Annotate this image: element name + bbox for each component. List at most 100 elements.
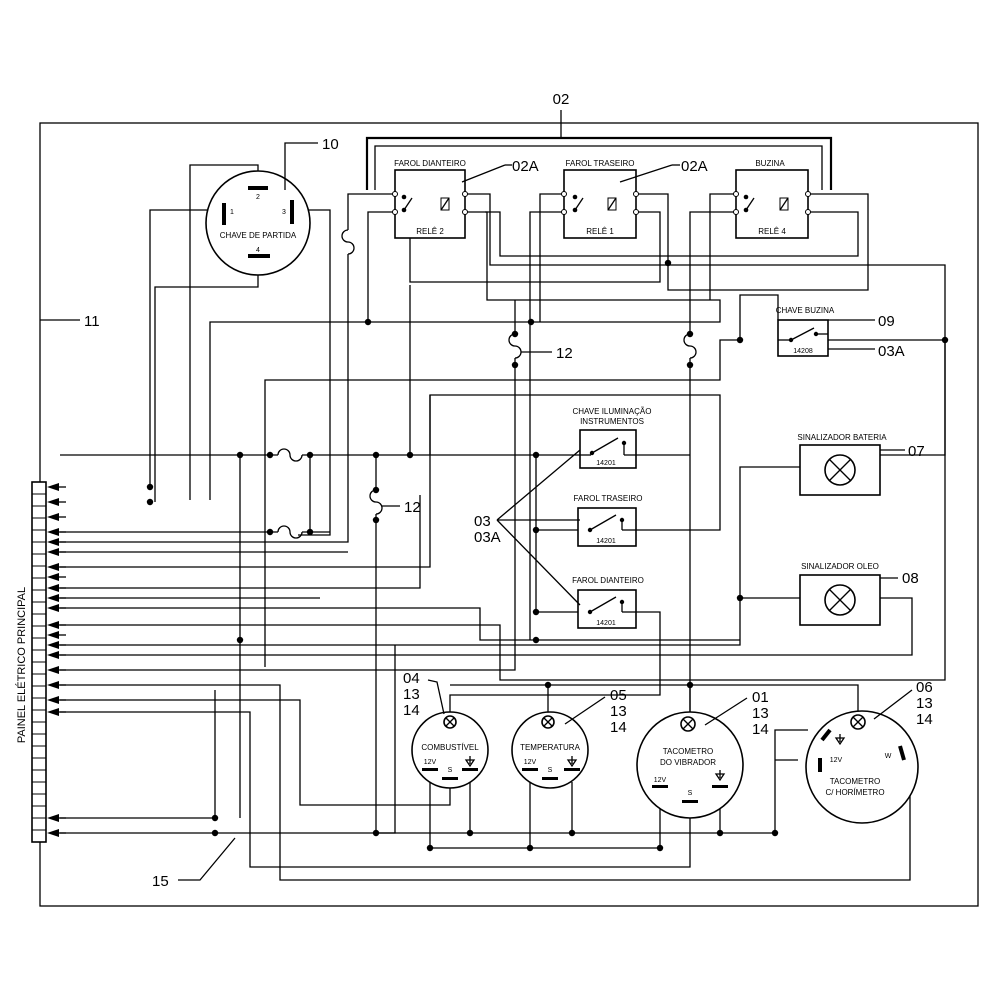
panel-arrow-icon — [47, 584, 59, 592]
junction-dots — [146, 259, 949, 852]
relay-title: FAROL DIANTEIRO — [394, 159, 466, 168]
callout-09: 09 — [878, 313, 895, 330]
callout-06-b: 13 — [916, 695, 933, 712]
panel-arrow-icon — [47, 513, 59, 521]
ground-icon — [834, 734, 846, 746]
relay-name: RELÊ 2 — [416, 227, 444, 236]
panel-arrow-icon — [47, 573, 59, 581]
gauge-s-label: S — [448, 767, 453, 774]
gauge-subtitle: DO VIBRADOR — [660, 758, 716, 767]
callout-04-a: 04 — [403, 670, 420, 687]
panel-arrow-icon — [47, 538, 59, 546]
callout-06-a: 06 — [916, 679, 933, 696]
ignition-switch-label: CHAVE DE PARTIDA — [220, 231, 297, 240]
callout-12-2: 12 — [404, 499, 421, 516]
panel-arrow-icon — [47, 829, 59, 837]
callout-10: 10 — [322, 136, 339, 153]
gauge-temperature: TEMPERATURA 12V S — [511, 711, 589, 789]
panel-arrow-icon — [47, 708, 59, 716]
wires — [60, 110, 946, 881]
callout-01-c: 14 — [752, 721, 769, 738]
gauge-title: TACOMETRO — [830, 777, 881, 786]
relay-name: RELÊ 4 — [758, 227, 786, 236]
panel-arrow-icon — [47, 621, 59, 629]
switch-rear-light: FAROL TRASEIRO 14201 — [574, 494, 643, 547]
panel-arrow-icon — [47, 666, 59, 674]
gauge-12v-label: 12V — [524, 759, 537, 766]
panel-arrow-icon — [47, 548, 59, 556]
indicator-title: SINALIZADOR OLEO — [801, 562, 879, 571]
callout-03: 03 — [474, 513, 491, 530]
callout-05-a: 05 — [610, 687, 627, 704]
callout-03a-horn: 03A — [878, 343, 905, 360]
panel-arrow-icon — [47, 631, 59, 639]
relay-group-bracket — [365, 136, 833, 190]
switch-title: CHAVE ILUMINAÇÃO — [573, 407, 652, 416]
callout-01-a: 01 — [752, 689, 769, 706]
panel-arrow-icon — [47, 483, 59, 491]
callout-05-c: 14 — [610, 719, 627, 736]
gauge-s-label: S — [548, 767, 553, 774]
horn-switch-code: 14208 — [793, 348, 813, 355]
horn-switch: CHAVE BUZINA 14208 — [776, 306, 835, 357]
callout-01-b: 13 — [752, 705, 769, 722]
switch-code: 14201 — [596, 538, 616, 545]
main-panel-label: PAINEL ELÉTRICO PRINCIPAL — [15, 587, 28, 743]
relay-name: RELÊ 1 — [586, 227, 614, 236]
callout-11: 11 — [84, 313, 100, 330]
ignition-switch: 2 1 3 4 CHAVE DE PARTIDA — [205, 170, 311, 276]
switch-front-light: FAROL DIANTEIRO 14201 — [572, 576, 644, 629]
switch-title: FAROL TRASEIRO — [574, 494, 643, 503]
switch-subtitle: INSTRUMENTOS — [580, 417, 644, 426]
switch-instrument-lighting: CHAVE ILUMINAÇÃO INSTRUMENTOS 14201 — [573, 407, 652, 469]
switch-code: 14201 — [596, 620, 616, 627]
ground-icon — [464, 756, 476, 768]
switch-title: FAROL DIANTEIRO — [572, 576, 644, 585]
panel-arrow-icon — [47, 651, 59, 659]
gauge-subtitle: C/ HORÍMETRO — [825, 788, 884, 797]
main-electrical-panel: PAINEL ELÉTRICO PRINCIPAL — [15, 481, 66, 843]
ignition-terminal-1: 1 — [230, 209, 234, 216]
panel-arrow-icon — [47, 681, 59, 689]
relay-rear-light: FAROL TRASEIRO RELÊ 1 — [561, 159, 639, 239]
horn-switch-title: CHAVE BUZINA — [776, 306, 835, 315]
gauge-w-label: W — [885, 753, 892, 760]
callouts: 02 02A 02A 10 11 12 12 09 03A 07 08 03 0… — [40, 91, 933, 890]
callout-07: 07 — [908, 443, 925, 460]
callout-15: 15 — [152, 873, 169, 890]
callout-04-c: 14 — [403, 702, 420, 719]
gauge-fuel: COMBUSTÍVEL 12V S — [411, 711, 489, 789]
gauge-12v-label: 12V — [830, 757, 843, 764]
panel-arrow-icon — [47, 604, 59, 612]
callout-02: 02 — [553, 91, 570, 108]
panel-arrow-icon — [47, 814, 59, 822]
panel-arrow-icon — [47, 594, 59, 602]
relay-title: FAROL TRASEIRO — [566, 159, 635, 168]
ignition-terminal-4: 4 — [256, 247, 260, 254]
ignition-terminal-2: 2 — [256, 194, 260, 201]
gauge-title: TACOMETRO — [663, 747, 714, 756]
gauge-s-label: S — [688, 790, 693, 797]
callout-02a-1: 02A — [512, 158, 539, 175]
relay-horn: BUZINA RELÊ 4 — [733, 159, 811, 239]
panel-arrow-icon — [47, 696, 59, 704]
gauge-hour-tachometer: TACOMETRO C/ HORÍMETRO 12V W — [805, 710, 919, 824]
callout-04-b: 13 — [403, 686, 420, 703]
callout-06-c: 14 — [916, 711, 933, 728]
panel-arrow-icon — [47, 528, 59, 536]
switch-code: 14201 — [596, 460, 616, 467]
relay-front-light: FAROL DIANTEIRO RELÊ 2 — [392, 159, 468, 239]
indicator-battery: SINALIZADOR BATERIA — [797, 433, 887, 496]
callout-05-b: 13 — [610, 703, 627, 720]
gauge-12v-label: 12V — [654, 777, 667, 784]
gauge-vibrator-tachometer: TACOMETRO DO VIBRADOR 12V S — [636, 711, 744, 819]
callout-08: 08 — [902, 570, 919, 587]
indicator-oil: SINALIZADOR OLEO — [799, 562, 881, 626]
gauge-title: COMBUSTÍVEL — [421, 743, 479, 752]
ground-icon — [714, 770, 726, 782]
gauge-12v-label: 12V — [424, 759, 437, 766]
callout-02a-2: 02A — [681, 158, 708, 175]
indicator-title: SINALIZADOR BATERIA — [797, 433, 887, 442]
callout-03a: 03A — [474, 529, 501, 546]
ignition-terminal-3: 3 — [282, 209, 286, 216]
